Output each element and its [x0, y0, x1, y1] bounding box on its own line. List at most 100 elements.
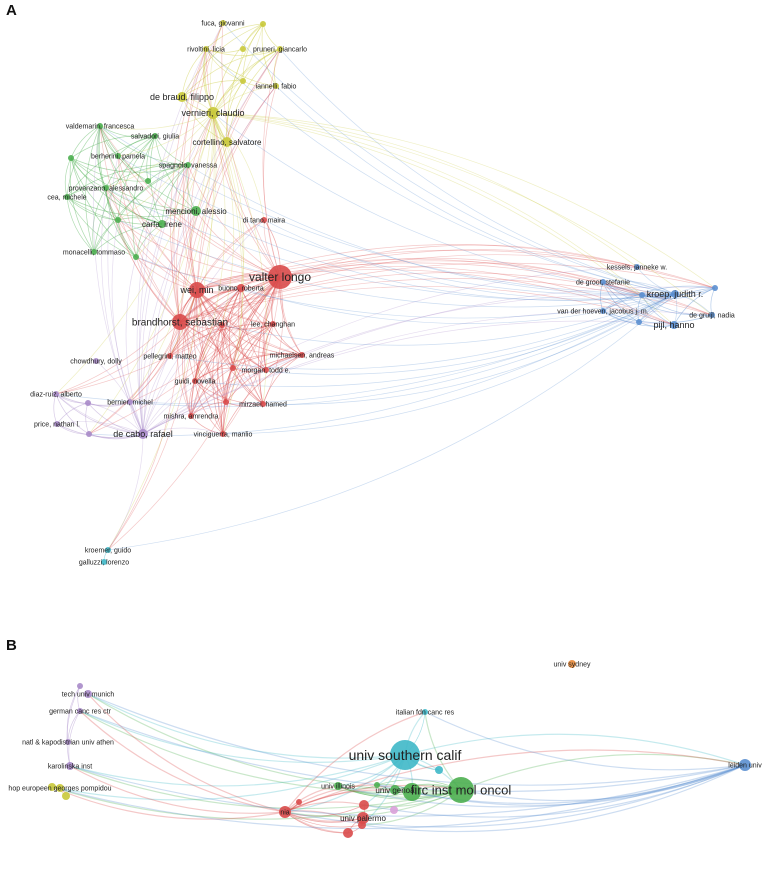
network-node[interactable] — [115, 153, 121, 159]
network-node[interactable] — [188, 413, 194, 419]
network-node[interactable] — [77, 683, 83, 689]
network-node[interactable] — [219, 322, 225, 328]
network-node[interactable] — [177, 92, 187, 102]
network-node[interactable] — [53, 391, 59, 397]
network-node[interactable] — [634, 264, 640, 270]
network-node[interactable] — [422, 709, 428, 715]
network-edge — [196, 289, 264, 405]
node-label: berherini, pamela — [91, 153, 145, 160]
network-node[interactable] — [448, 777, 474, 803]
network-node[interactable] — [639, 292, 645, 298]
network-edge — [179, 321, 267, 371]
network-node[interactable] — [270, 321, 276, 327]
network-node[interactable] — [358, 821, 366, 829]
network-edge — [196, 289, 274, 325]
network-node[interactable] — [279, 806, 291, 818]
network-edge — [190, 323, 274, 417]
network-edge — [262, 354, 303, 405]
network-node[interactable] — [62, 792, 70, 800]
network-edge — [92, 187, 107, 253]
network-node[interactable] — [85, 400, 91, 406]
network-node[interactable] — [138, 429, 148, 439]
network-node[interactable] — [158, 220, 166, 228]
network-node[interactable] — [277, 46, 283, 52]
network-edge — [55, 393, 131, 406]
network-node[interactable] — [56, 784, 64, 792]
network-node[interactable] — [374, 782, 380, 788]
network-node[interactable] — [127, 399, 133, 405]
network-node[interactable] — [93, 358, 99, 364]
network-node[interactable] — [568, 660, 576, 668]
network-node[interactable] — [739, 759, 751, 771]
network-node[interactable] — [103, 185, 109, 191]
network-node[interactable] — [77, 708, 83, 714]
network-node[interactable] — [152, 133, 158, 139]
network-node[interactable] — [91, 249, 97, 255]
network-node[interactable] — [65, 739, 71, 745]
network-node[interactable] — [84, 690, 92, 698]
network-node[interactable] — [260, 401, 266, 407]
network-node[interactable] — [223, 399, 229, 405]
network-node[interactable] — [48, 783, 56, 791]
network-edge — [117, 219, 676, 308]
network-edge — [55, 112, 214, 395]
network-node[interactable] — [357, 812, 369, 824]
network-node[interactable] — [230, 365, 236, 371]
network-node[interactable] — [172, 314, 188, 330]
network-node[interactable] — [261, 217, 267, 223]
network-node[interactable] — [299, 352, 305, 358]
network-node[interactable] — [636, 319, 642, 325]
network-node[interactable] — [68, 155, 74, 161]
network-edge — [212, 48, 281, 114]
network-edge — [99, 125, 156, 138]
network-node[interactable] — [207, 107, 219, 119]
network-node[interactable] — [237, 284, 245, 292]
network-node[interactable] — [600, 279, 606, 285]
network-node[interactable] — [359, 800, 369, 810]
network-node[interactable] — [263, 367, 269, 373]
network-node[interactable] — [101, 559, 107, 565]
network-edge — [221, 22, 281, 278]
network-node[interactable] — [296, 799, 302, 805]
network-node[interactable] — [145, 178, 151, 184]
network-edge — [142, 355, 171, 435]
network-node[interactable] — [268, 265, 292, 289]
network-node[interactable] — [240, 46, 246, 52]
network-node[interactable] — [240, 78, 246, 84]
network-node[interactable] — [712, 285, 718, 291]
network-node[interactable] — [105, 547, 111, 553]
network-node[interactable] — [403, 783, 421, 801]
network-node[interactable] — [390, 740, 420, 770]
network-node[interactable] — [220, 431, 226, 437]
network-node[interactable] — [343, 828, 353, 838]
network-node[interactable] — [97, 123, 103, 129]
network-edge — [117, 112, 214, 157]
network-node[interactable] — [191, 206, 201, 216]
network-node[interactable] — [220, 20, 226, 26]
network-node[interactable] — [670, 321, 678, 329]
network-node[interactable] — [390, 806, 398, 814]
network-node[interactable] — [671, 290, 679, 298]
node-label: univ sydney — [554, 661, 591, 668]
network-node[interactable] — [66, 762, 74, 770]
network-node[interactable] — [86, 431, 92, 437]
network-node[interactable] — [600, 308, 606, 314]
network-node[interactable] — [273, 83, 279, 89]
network-node[interactable] — [167, 353, 173, 359]
network-node[interactable] — [64, 194, 70, 200]
network-node[interactable] — [133, 254, 139, 260]
network-node[interactable] — [189, 282, 205, 298]
network-node[interactable] — [222, 137, 232, 147]
network-node[interactable] — [185, 162, 191, 168]
network-node[interactable] — [192, 378, 198, 384]
network-node[interactable] — [334, 782, 342, 790]
network-edge — [212, 48, 281, 114]
network-node[interactable] — [115, 217, 121, 223]
network-node[interactable] — [435, 766, 443, 774]
network-node[interactable] — [54, 421, 60, 427]
network-node[interactable] — [203, 46, 209, 52]
network-edge — [135, 256, 281, 281]
network-node[interactable] — [260, 21, 266, 27]
network-node[interactable] — [390, 785, 400, 795]
network-node[interactable] — [709, 312, 715, 318]
